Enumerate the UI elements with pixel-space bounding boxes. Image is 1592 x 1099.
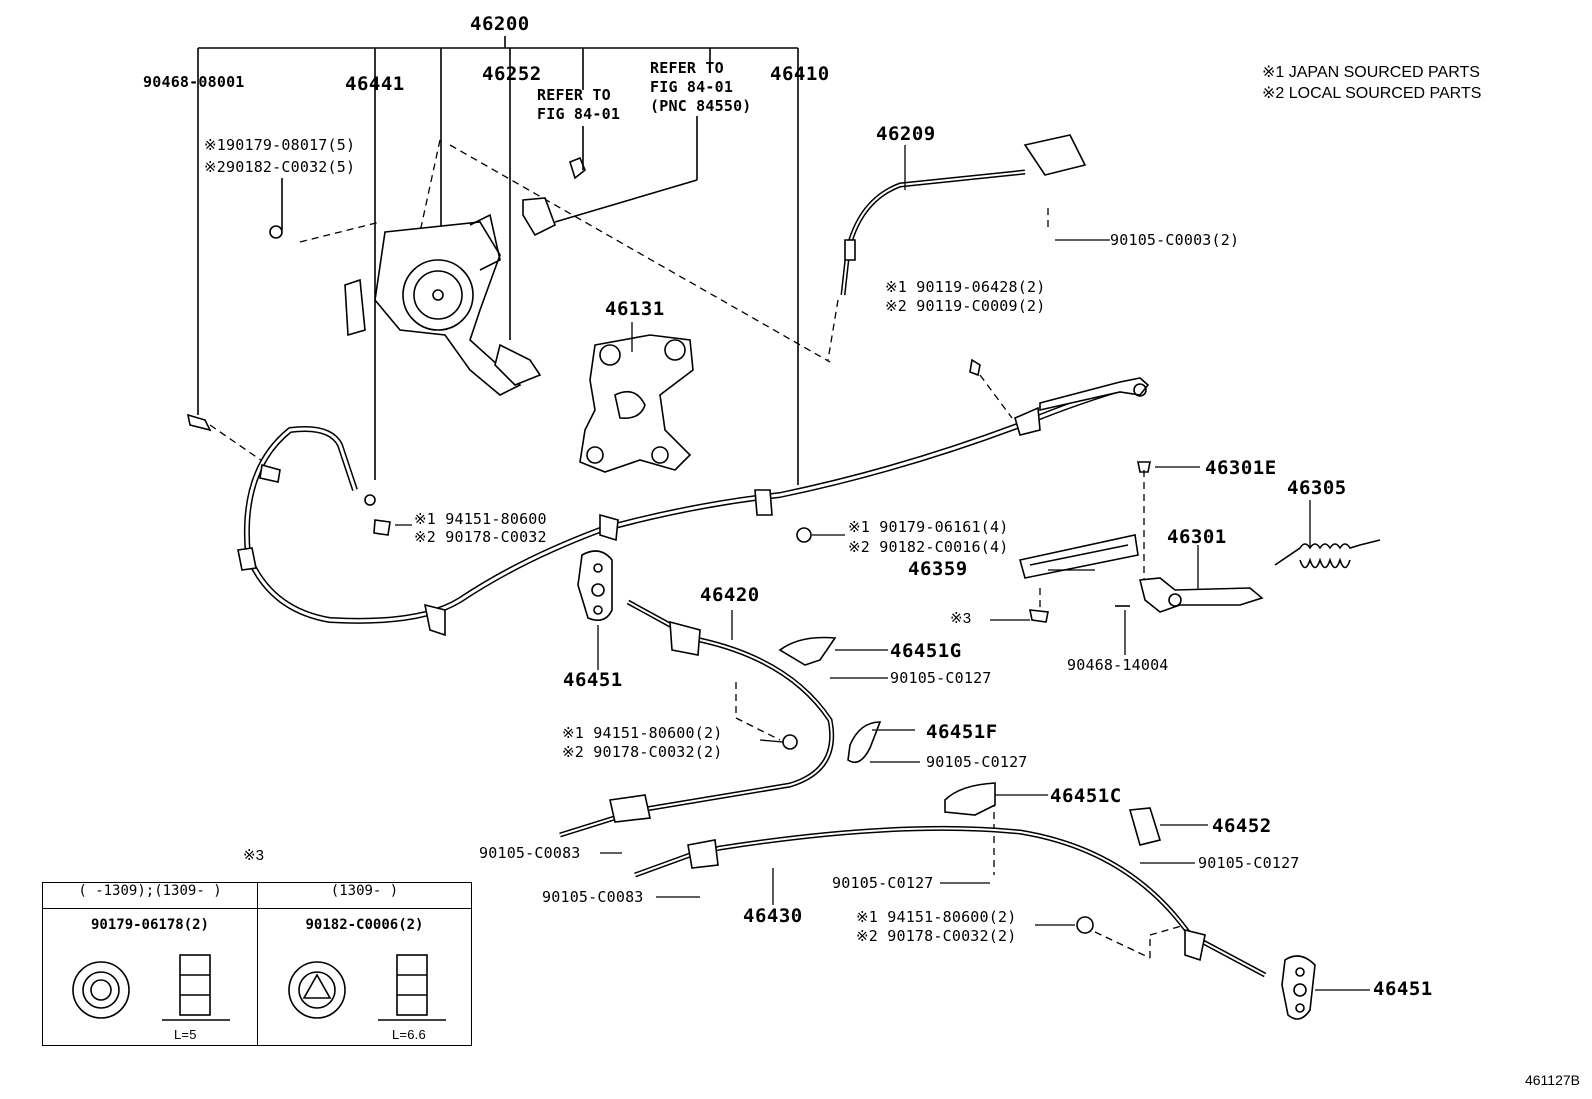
label-46209[interactable]: 46209 bbox=[876, 123, 936, 145]
label-nut-c1[interactable]: ※1 90179-06161(4) bbox=[848, 518, 1009, 536]
label-90468-08001[interactable]: 90468-08001 bbox=[143, 73, 245, 91]
label-90105-C0127-d[interactable]: 90105-C0127 bbox=[832, 874, 934, 892]
label-bolt-a1[interactable]: ※190179-08017(5) bbox=[204, 136, 356, 154]
clamps bbox=[778, 636, 1162, 846]
note-mark: ※3 bbox=[243, 847, 264, 864]
assembly-bracket-46200 bbox=[197, 36, 799, 485]
label-bolt-a2[interactable]: ※290182-C0032(5) bbox=[204, 158, 356, 176]
source-legend: ※1 JAPAN SOURCED PARTS ※2 LOCAL SOURCED … bbox=[1262, 62, 1481, 104]
label-46452[interactable]: 46452 bbox=[1212, 815, 1272, 837]
label-46359[interactable]: 46359 bbox=[908, 558, 968, 580]
ref2-line2: FIG 84-01 bbox=[650, 78, 734, 96]
label-46451F[interactable]: 46451F bbox=[926, 721, 998, 743]
label-46301E[interactable]: 46301E bbox=[1205, 457, 1277, 479]
lever-46301 bbox=[1138, 577, 1264, 613]
label-nut-d1[interactable]: ※1 94151-80600(2) bbox=[562, 724, 723, 742]
label-46420[interactable]: 46420 bbox=[700, 584, 760, 606]
note-col1-part[interactable]: 90179-06178(2) bbox=[42, 908, 258, 1046]
label-90105-C0127-c[interactable]: 90105-C0127 bbox=[1198, 854, 1300, 872]
leaders bbox=[395, 145, 1370, 991]
cable-46430 bbox=[634, 825, 1267, 978]
label-90105-C0127-b[interactable]: 90105-C0127 bbox=[926, 753, 1028, 771]
lever-46359 bbox=[1019, 534, 1139, 579]
spring-46305 bbox=[1274, 539, 1381, 569]
label-46430[interactable]: 46430 bbox=[743, 905, 803, 927]
note-col1-dim: L=5 bbox=[174, 1027, 197, 1042]
label-46410[interactable]: 46410 bbox=[770, 63, 830, 85]
label-46200[interactable]: 46200 bbox=[470, 13, 530, 35]
label-46451G[interactable]: 46451G bbox=[890, 640, 962, 662]
label-mark3[interactable]: ※3 bbox=[950, 610, 972, 627]
label-nut-e2[interactable]: ※2 90178-C0032(2) bbox=[856, 927, 1017, 945]
note-col2-part[interactable]: 90182-C0006(2) bbox=[257, 908, 472, 1046]
label-nut-b2[interactable]: ※2 90178-C0032 bbox=[414, 528, 547, 546]
ref-fig-1: REFER TO FIG 84-01 bbox=[537, 86, 620, 124]
ref-fig-2: REFER TO FIG 84-01 (PNC 84550) bbox=[650, 59, 752, 116]
legend-japan: ※1 JAPAN SOURCED PARTS bbox=[1262, 64, 1480, 81]
plate-46451-top bbox=[577, 550, 613, 621]
label-46131[interactable]: 46131 bbox=[605, 298, 665, 320]
label-nut-b1[interactable]: ※1 94151-80600 bbox=[414, 510, 547, 528]
bracket-46131 bbox=[579, 334, 694, 473]
small-parts bbox=[186, 134, 1151, 934]
label-46301[interactable]: 46301 bbox=[1167, 526, 1227, 548]
label-nut-e1[interactable]: ※1 94151-80600(2) bbox=[856, 908, 1017, 926]
label-90105-C0003[interactable]: 90105-C0003(2) bbox=[1110, 231, 1240, 249]
label-46441[interactable]: 46441 bbox=[345, 73, 405, 95]
note-col1-part-text: 90179-06178(2) bbox=[90, 917, 209, 933]
note-col1-header: ( -1309);(1309- ) bbox=[42, 882, 258, 909]
note-col2-dim: L=6.6 bbox=[392, 1027, 426, 1042]
label-nut-d2[interactable]: ※2 90178-C0032(2) bbox=[562, 743, 723, 761]
label-46451-top[interactable]: 46451 bbox=[563, 669, 623, 691]
legend-local: ※2 LOCAL SOURCED PARTS bbox=[1262, 85, 1482, 102]
label-90119-b[interactable]: ※2 90119-C0009(2) bbox=[885, 297, 1046, 315]
label-90105-C0083-b[interactable]: 90105-C0083 bbox=[542, 888, 644, 906]
note-col2-part-text: 90182-C0006(2) bbox=[305, 917, 424, 933]
label-90105-C0127-a[interactable]: 90105-C0127 bbox=[890, 669, 992, 687]
label-90105-C0083-a[interactable]: 90105-C0083 bbox=[479, 844, 581, 862]
cable-46410 bbox=[237, 377, 1150, 637]
label-46451-bottom[interactable]: 46451 bbox=[1373, 978, 1433, 1000]
cable-46209 bbox=[840, 169, 1026, 296]
label-90119-a[interactable]: ※1 90119-06428(2) bbox=[885, 278, 1046, 296]
cable-46420 bbox=[559, 599, 835, 838]
ref2-line3: (PNC 84550) bbox=[650, 97, 752, 115]
label-46305[interactable]: 46305 bbox=[1287, 477, 1347, 499]
nut-variant-table: ( -1309);(1309- ) (1309- ) 90179-06178(2… bbox=[42, 882, 472, 1046]
dashed-guides bbox=[209, 139, 1186, 959]
label-46252[interactable]: 46252 bbox=[482, 63, 542, 85]
plate-46451-bottom bbox=[1281, 955, 1316, 1020]
figure-id: 461127B bbox=[1524, 1072, 1580, 1088]
label-nut-c2[interactable]: ※2 90182-C0016(4) bbox=[848, 538, 1009, 556]
ref1-line2: FIG 84-01 bbox=[537, 105, 621, 123]
ref1-line1: REFER TO bbox=[537, 86, 611, 104]
label-90468-14004[interactable]: 90468-14004 bbox=[1067, 656, 1169, 674]
note-col2-header: (1309- ) bbox=[257, 882, 472, 909]
ref2-line1: REFER TO bbox=[650, 59, 724, 77]
pedal-assembly bbox=[344, 213, 542, 396]
label-46451C[interactable]: 46451C bbox=[1050, 785, 1122, 807]
